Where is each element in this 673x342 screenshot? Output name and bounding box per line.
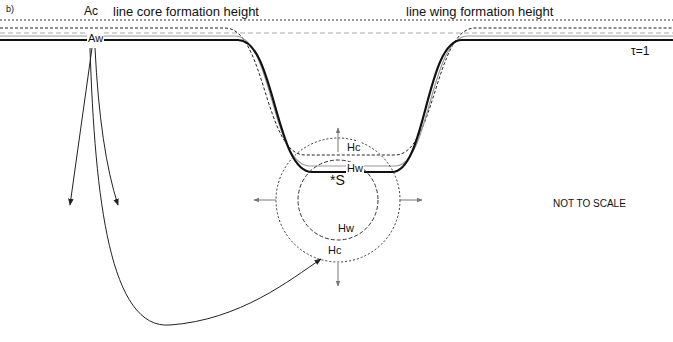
source-label: *S (329, 173, 346, 188)
point-label: Aw (87, 32, 104, 44)
wing-formation-curve (0, 36, 673, 166)
ray-path (90, 48, 321, 325)
point-label: Ac (83, 5, 99, 18)
inner-circle (298, 160, 378, 240)
tau-one-surface (0, 40, 673, 172)
ray-path (70, 48, 92, 205)
radiation-arrow (338, 128, 339, 152)
note-label: NOT TO SCALE (552, 198, 627, 209)
core-formation-curve (0, 28, 673, 155)
curve-label: line core formation height (112, 5, 260, 19)
surface-label: τ=1 (630, 45, 650, 58)
radiation-arrow (254, 200, 276, 201)
radiation-arrow (338, 263, 339, 286)
height-label: Hw (337, 222, 355, 234)
height-label: Hw (346, 162, 364, 174)
core-reference-level (0, 20, 673, 21)
outer-circle (276, 138, 400, 262)
curve-label: line wing formation height (405, 5, 554, 19)
height-label: Hc (346, 141, 361, 153)
panel-label: b) (5, 5, 15, 15)
radiation-arrow (400, 200, 422, 201)
height-label: Hc (327, 244, 342, 256)
